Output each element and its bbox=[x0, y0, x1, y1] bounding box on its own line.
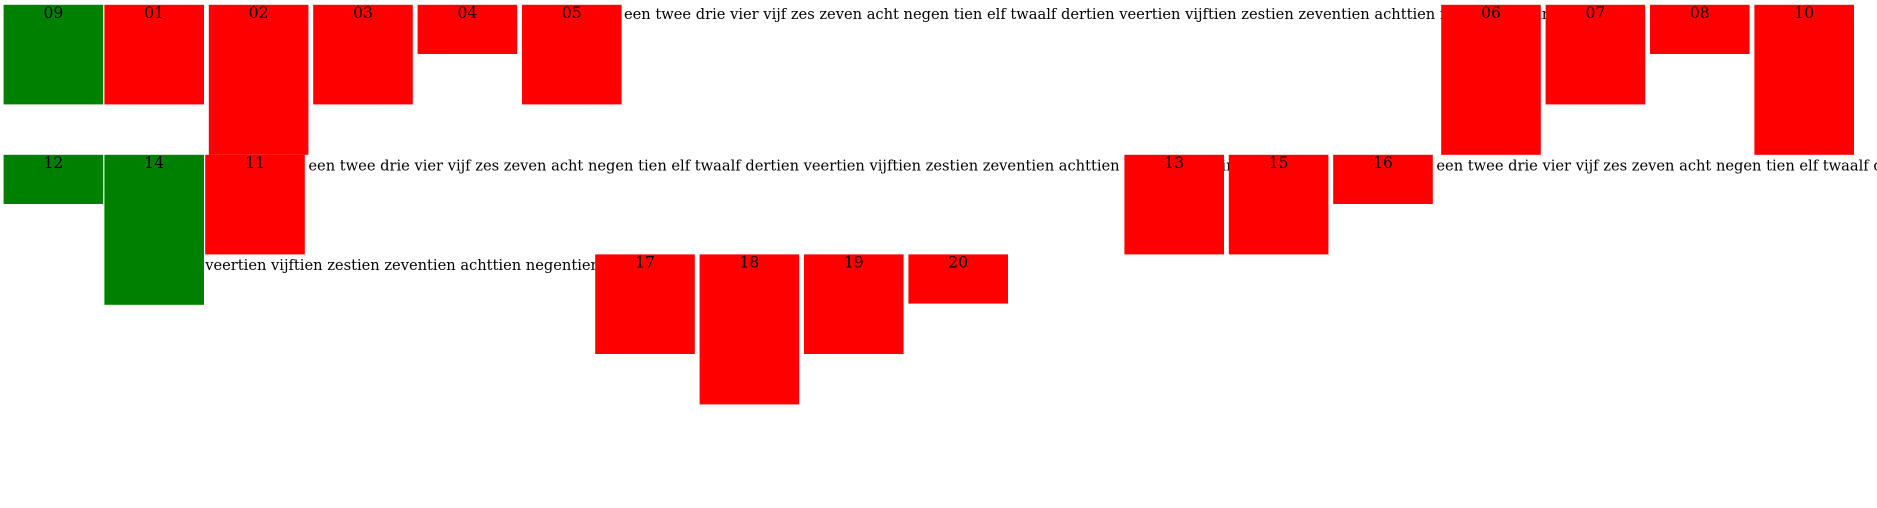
box-06: 06 bbox=[1441, 4, 1541, 155]
box-13: 13 bbox=[1124, 154, 1224, 255]
box-14: 14 bbox=[104, 154, 205, 305]
box-04: 04 bbox=[417, 4, 518, 55]
box-16: 16 bbox=[1333, 154, 1433, 205]
box-10: 10 bbox=[1754, 4, 1855, 155]
number-words-text-4: veertien vijftien zestien zeventien acht… bbox=[205, 256, 658, 274]
box-18: 18 bbox=[699, 254, 800, 405]
number-words-text-3: een twee drie vier vijf zes zeven acht n… bbox=[1436, 157, 1877, 174]
box-01: 01 bbox=[104, 4, 205, 105]
number-words-text-2: een twee drie vier vijf zes zeven acht n… bbox=[308, 157, 1256, 174]
box-03: 03 bbox=[313, 4, 413, 105]
box-17: 17 bbox=[595, 254, 695, 354]
box-19: 19 bbox=[804, 254, 904, 354]
box-11: 11 bbox=[205, 154, 305, 255]
box-09: 09 bbox=[3, 4, 104, 105]
box-02: 02 bbox=[208, 4, 309, 155]
box-15: 15 bbox=[1228, 154, 1329, 255]
box-05: 05 bbox=[522, 4, 622, 105]
box-07: 07 bbox=[1545, 4, 1646, 105]
box-12: 12 bbox=[3, 154, 104, 205]
box-08: 08 bbox=[1650, 4, 1750, 55]
number-words-text-1: een twee drie vier vijf zes zeven acht n… bbox=[624, 6, 1572, 23]
box-20: 20 bbox=[908, 254, 1009, 304]
